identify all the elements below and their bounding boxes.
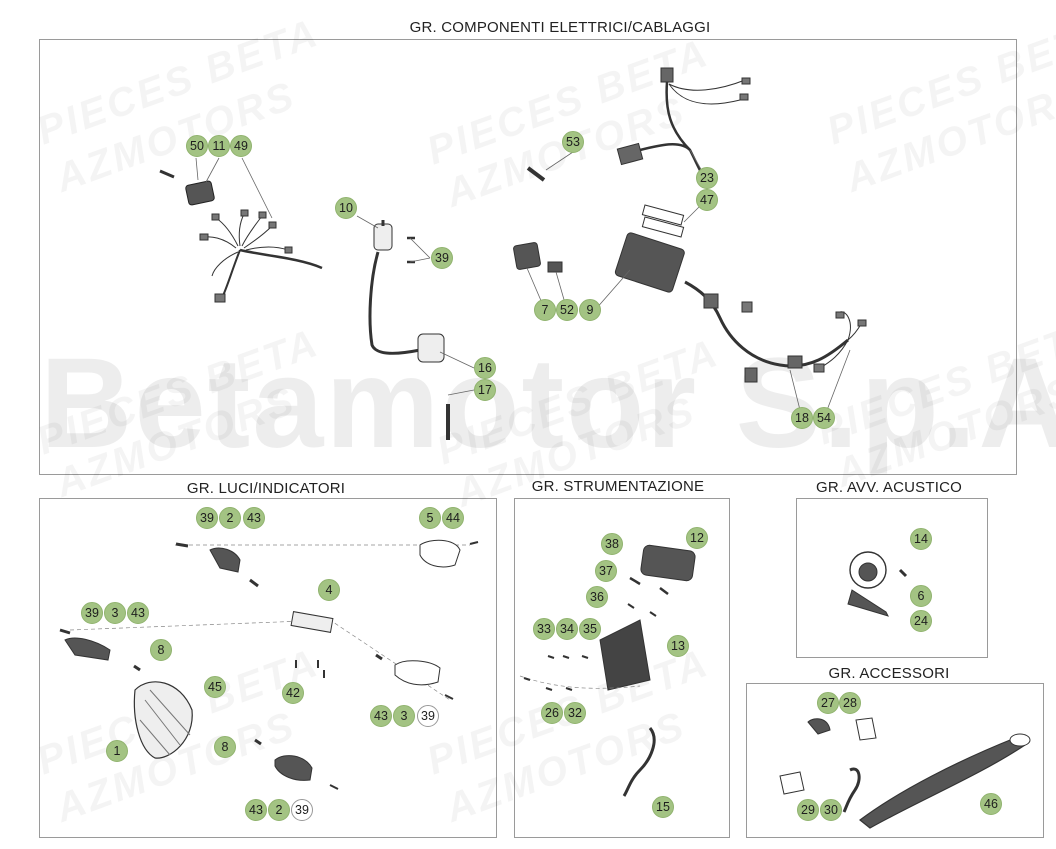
callout-badge[interactable]: 53 — [562, 131, 584, 153]
lights-drawing — [59, 539, 479, 790]
callout-badge[interactable]: 14 — [910, 528, 932, 550]
callout-badge[interactable]: 17 — [474, 379, 496, 401]
callout-badge[interactable]: 45 — [204, 676, 226, 698]
callout-badge[interactable]: 16 — [474, 357, 496, 379]
callout-badge[interactable]: 39 — [417, 705, 439, 727]
callout-badge[interactable]: 34 — [556, 618, 578, 640]
title-electrical: GR. COMPONENTI ELETTRICI/CABLAGGI — [409, 19, 711, 36]
callout-badge[interactable]: 42 — [282, 682, 304, 704]
callout-badge[interactable]: 13 — [667, 635, 689, 657]
callout-badge[interactable]: 6 — [910, 585, 932, 607]
callout-badge[interactable]: 46 — [980, 793, 1002, 815]
callout-badge[interactable]: 43 — [243, 507, 265, 529]
callout-badge[interactable]: 37 — [595, 560, 617, 582]
callout-badge[interactable]: 39 — [196, 507, 218, 529]
wiring-harness-main — [513, 67, 867, 419]
instruments-drawing — [519, 544, 696, 797]
horn-drawing — [847, 551, 908, 617]
ignition-coil — [356, 215, 475, 440]
callout-badge[interactable]: 4 — [318, 579, 340, 601]
callout-badge[interactable]: 2 — [268, 799, 290, 821]
callout-badge[interactable]: 11 — [208, 135, 230, 157]
callout-badge[interactable]: 28 — [839, 692, 861, 714]
callout-badge[interactable]: 43 — [370, 705, 392, 727]
callout-badge[interactable]: 44 — [442, 507, 464, 529]
callout-badge[interactable]: 50 — [186, 135, 208, 157]
callout-badge[interactable]: 47 — [696, 189, 718, 211]
callout-badge[interactable]: 26 — [541, 702, 563, 724]
callout-badge[interactable]: 15 — [652, 796, 674, 818]
title-accessories: GR. ACCESSORI — [828, 665, 950, 682]
callout-badge[interactable]: 36 — [586, 586, 608, 608]
callout-badge[interactable]: 7 — [534, 299, 556, 321]
callout-badge[interactable]: 39 — [81, 602, 103, 624]
callout-badge[interactable]: 24 — [910, 610, 932, 632]
callout-badge[interactable]: 5 — [419, 507, 441, 529]
callout-badge[interactable]: 3 — [104, 602, 126, 624]
callout-badge[interactable]: 38 — [601, 533, 623, 555]
callout-badge[interactable]: 32 — [564, 702, 586, 724]
callout-badge[interactable]: 1 — [106, 740, 128, 762]
callout-badge[interactable]: 35 — [579, 618, 601, 640]
callout-badge[interactable]: 33 — [533, 618, 555, 640]
callout-badge[interactable]: 52 — [556, 299, 578, 321]
callout-badge[interactable]: 39 — [431, 247, 453, 269]
wiring-harness-left — [159, 157, 323, 303]
callout-badge[interactable]: 54 — [813, 407, 835, 429]
callout-badge[interactable]: 8 — [150, 639, 172, 661]
callout-badge[interactable]: 30 — [820, 799, 842, 821]
title-lights: GR. LUCI/INDICATORI — [186, 480, 346, 497]
callout-badge[interactable]: 2 — [219, 507, 241, 529]
title-instruments: GR. STRUMENTAZIONE — [531, 478, 705, 495]
panel-horn — [796, 498, 988, 658]
callout-badge[interactable]: 9 — [579, 299, 601, 321]
callout-badge[interactable]: 18 — [791, 407, 813, 429]
callout-badge[interactable]: 39 — [291, 799, 313, 821]
callout-badge[interactable]: 43 — [245, 799, 267, 821]
callout-badge[interactable]: 29 — [797, 799, 819, 821]
accessories-drawing — [779, 717, 1031, 829]
title-horn: GR. AVV. ACUSTICO — [816, 479, 962, 496]
callout-badge[interactable]: 3 — [393, 705, 415, 727]
callout-badge[interactable]: 23 — [696, 167, 718, 189]
callout-badge[interactable]: 49 — [230, 135, 252, 157]
callout-badge[interactable]: 43 — [127, 602, 149, 624]
callout-badge[interactable]: 8 — [214, 736, 236, 758]
callout-badge[interactable]: 27 — [817, 692, 839, 714]
callout-badge[interactable]: 10 — [335, 197, 357, 219]
callout-badge[interactable]: 12 — [686, 527, 708, 549]
